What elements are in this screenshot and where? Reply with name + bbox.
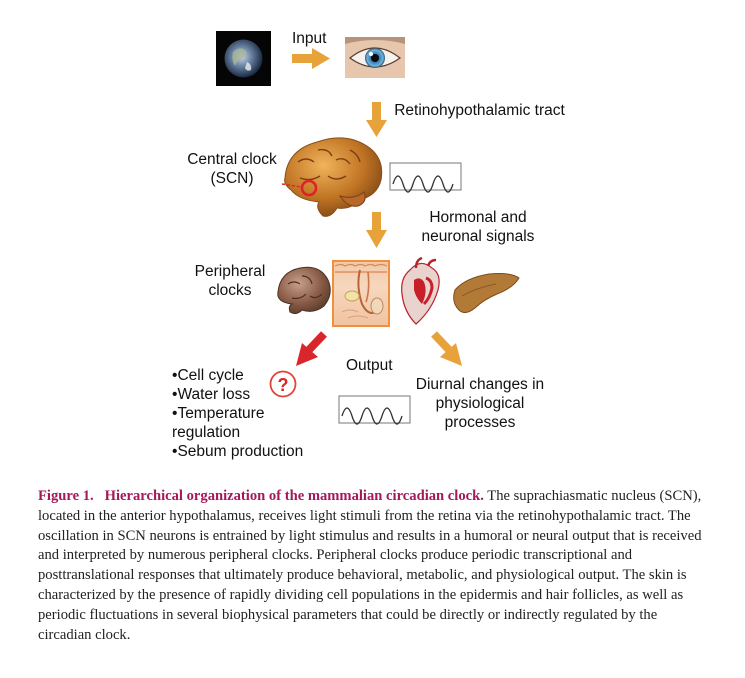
peripheral-brain-image bbox=[277, 266, 331, 315]
figure-illustration: ? bbox=[216, 31, 520, 425]
down-arrow-2 bbox=[366, 212, 387, 248]
earth-image bbox=[216, 31, 271, 86]
peripheral-clocks-label: Peripheral clocks bbox=[194, 263, 266, 299]
skin-section-image bbox=[332, 260, 390, 327]
bullet-item: •Cell cycle bbox=[172, 367, 244, 384]
question-mark-icon: ? bbox=[269, 370, 297, 398]
caption-body: The suprachiasmatic nucleus (SCN), locat… bbox=[38, 488, 702, 643]
figure-label: Figure 1. bbox=[38, 488, 94, 504]
oscillation-wave-1 bbox=[389, 162, 462, 193]
figure-title: Hierarchical organization of the mammali… bbox=[104, 488, 484, 504]
bullet-item: •Temperature regulation bbox=[172, 405, 265, 441]
input-arrow bbox=[292, 48, 330, 69]
output-label: Output bbox=[346, 357, 393, 374]
diurnal-changes-label: Diurnal changes in physiological process… bbox=[415, 376, 545, 431]
heart-image bbox=[401, 256, 440, 325]
bullet-item: •Water loss bbox=[172, 386, 251, 403]
bullet-list: •Cell cycle •Water loss •Temperature reg… bbox=[172, 366, 342, 461]
oscillation-wave-2 bbox=[338, 395, 411, 425]
orange-output-arrow bbox=[431, 331, 462, 366]
hormonal-signals-label: Hormonal and neuronal signals bbox=[421, 209, 535, 245]
central-brain-image bbox=[281, 137, 383, 217]
bullet-item: •Sebum production bbox=[172, 443, 304, 460]
input-label: Input bbox=[292, 30, 327, 47]
down-arrow-1 bbox=[366, 102, 387, 137]
liver-image bbox=[453, 273, 520, 314]
eye-image bbox=[345, 37, 405, 78]
figure-caption: Figure 1. Hierarchical organization of t… bbox=[38, 487, 710, 645]
retinohypothalamic-label: Retinohypothalamic tract bbox=[394, 102, 565, 119]
central-clock-label: Central clock (SCN) bbox=[187, 151, 277, 187]
red-output-arrow bbox=[296, 331, 327, 366]
question-mark-text: ? bbox=[278, 375, 289, 395]
